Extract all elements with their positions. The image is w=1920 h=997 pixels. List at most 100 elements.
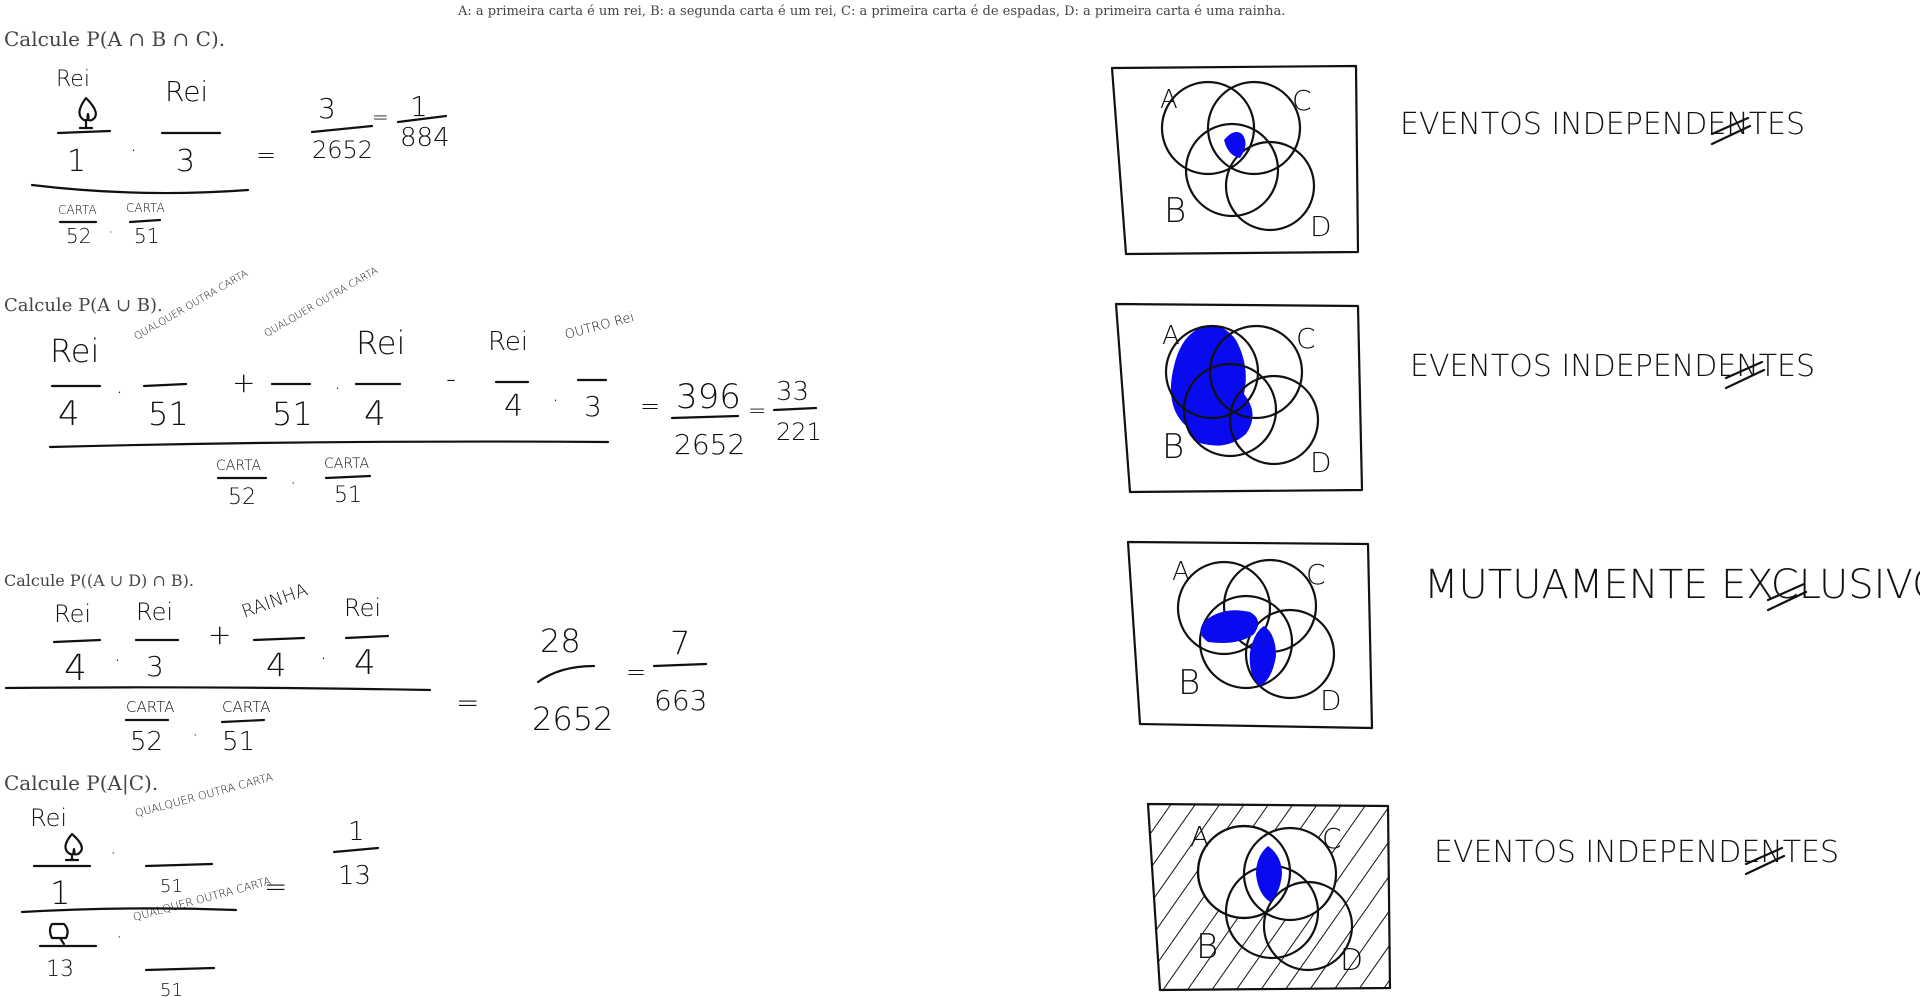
p3-carta-2: CARTA	[222, 698, 270, 716]
p1-num-3: 3	[176, 144, 195, 179]
p3-result-num: 28	[540, 622, 581, 660]
problem-4-prompt: Calcule P(A|C).	[4, 771, 158, 796]
p3-result-den: 2652	[532, 700, 613, 738]
p2-minus: -	[446, 362, 456, 395]
venn-4-frame	[1146, 802, 1392, 992]
venn-4-emphasis-marks	[1744, 846, 1786, 876]
p3-rei-d: Rei	[344, 594, 381, 622]
p1-equals-1: =	[256, 141, 276, 169]
venn-3-label-b: B	[1178, 663, 1200, 703]
venn-4-shaded-region	[1256, 846, 1282, 902]
p1-carta-line-2	[128, 218, 162, 224]
venn-2-label-a: A	[1162, 321, 1180, 351]
p3-dot-a: ·	[114, 649, 121, 674]
p2-line-qual-a	[142, 382, 188, 388]
p2-four-a: 4	[58, 394, 80, 434]
venn-3-shaded-region-db	[1249, 626, 1276, 686]
p1-equals-2: =	[372, 105, 389, 129]
p4-line-qual-a	[144, 862, 214, 868]
p3-rei-a: Rei	[54, 600, 91, 628]
p2-dot-c: ·	[552, 389, 559, 414]
p4-qual-b: QUALQUER OUTRA CARTA	[132, 874, 273, 923]
p2-dot-b: ·	[334, 377, 341, 402]
venn-3-circle-b	[1198, 594, 1294, 690]
p2-simp-line	[772, 406, 818, 412]
venn-2-label-c: C	[1296, 322, 1316, 355]
p3-line-c	[252, 636, 306, 642]
venn-4-circle-a-outline	[1196, 824, 1292, 920]
p3-rei-b: Rei	[136, 598, 173, 626]
event-definitions: A: a primeira carta é um rei, B: a segun…	[457, 4, 1285, 19]
venn-1-emphasis-marks	[1710, 116, 1752, 146]
p4-line-qual-b	[144, 966, 216, 972]
p4-equals: =	[264, 870, 287, 903]
p2-den-51: 51	[334, 483, 362, 508]
p3-main-fraction-line	[4, 686, 432, 692]
p2-main-fraction-line	[48, 440, 610, 449]
p1-main-fraction-line	[30, 183, 250, 195]
venn-2-label-b: B	[1162, 427, 1184, 467]
venn-4-label-b: B	[1196, 927, 1218, 967]
venn-3-circle-a	[1176, 560, 1272, 656]
p2-result-den: 2652	[674, 428, 745, 461]
problem-1-prompt: Calcule P(A ∩ B ∩ C).	[4, 27, 225, 51]
p2-carta-1: CARTA	[216, 458, 262, 474]
venn-2-circle-d	[1228, 374, 1320, 466]
p4-51-b: 51	[160, 980, 183, 997]
p1-den-52: 52	[66, 224, 91, 248]
venn-1-shaded-region	[1224, 132, 1246, 158]
p2-four-b: 4	[364, 394, 386, 434]
venn-2-frame	[1114, 302, 1364, 494]
spade-outline-icon	[48, 922, 69, 946]
p3-dot-b: ·	[320, 647, 327, 672]
p4-d13: 13	[46, 957, 74, 982]
problem-1: Calcule P(A ∩ B ∩ C). Rei 1 · Rei 3 = 3 …	[4, 27, 450, 248]
p2-rei-b: Rei	[356, 324, 405, 362]
p2-simp-num: 33	[776, 377, 809, 407]
p1-dot-2: ·	[108, 222, 114, 243]
p2-dot-a: ·	[116, 381, 123, 406]
venn-1-label-c: C	[1292, 84, 1312, 117]
p4-dot-a: ·	[110, 841, 116, 865]
venn-1-circle-b	[1184, 122, 1280, 218]
p2-carta-line-2	[324, 474, 372, 480]
p4-result-num: 1	[348, 817, 365, 847]
p1-simp-line	[396, 114, 448, 124]
venn-2-circle-a	[1164, 324, 1260, 420]
p2-den-52: 52	[228, 485, 256, 510]
venn-1-note: EVENTOS INDEPENDENTES	[1400, 107, 1805, 142]
venn-2-emphasis-marks	[1724, 360, 1766, 390]
p2-dot-d: ·	[290, 471, 296, 495]
venn-diagram-4: A B C D EVENTOS INDEPENDENTES	[1146, 802, 1839, 992]
p4-main-fraction-line	[20, 907, 238, 914]
p3-dot-c: ·	[192, 723, 198, 747]
venn-4-label-c: C	[1322, 822, 1342, 855]
p2-outro-rei: OUTRO Rei	[563, 310, 636, 343]
spade-icon-2	[64, 832, 83, 862]
p3-equals-2: =	[626, 658, 646, 686]
p4-dot-b: ·	[116, 925, 122, 949]
venn-diagram-1: A B C D EVENTOS INDEPENDENTES	[1110, 64, 1805, 256]
problem-4: Calcule P(A|C). Rei 1 · QUALQUER OUTRA C…	[4, 770, 380, 997]
p3-equals-1: =	[456, 686, 479, 719]
p3-rainha: RAINHA	[239, 580, 311, 623]
venn-3-circle-d	[1244, 608, 1336, 700]
p2-result-line	[670, 414, 740, 420]
p3-four-c: 4	[266, 646, 286, 684]
p3-den-51: 51	[222, 727, 255, 757]
p4-result-line	[332, 846, 380, 854]
p1-rei-2: Rei	[165, 75, 208, 108]
p1-num-1: 1	[67, 144, 86, 179]
problem-3-prompt: Calcule P((A ∪ D) ∩ B).	[4, 571, 194, 590]
venn-1-circle-a	[1160, 80, 1256, 176]
p1-rei-1: Rei	[56, 67, 90, 92]
p1-simp-num: 1	[410, 90, 428, 123]
p3-simp-num: 7	[670, 624, 690, 662]
venn-3-note: MUTUAMENTE EXCLUSIVOS	[1424, 562, 1920, 608]
p4-result-den: 13	[338, 861, 371, 891]
p2-rei-c: Rei	[488, 327, 528, 357]
venn-3-label-c: C	[1306, 558, 1326, 591]
venn-4-label-d: D	[1340, 943, 1363, 978]
venn-4-note: EVENTOS INDEPENDENTES	[1434, 835, 1839, 870]
p2-plus: +	[232, 366, 255, 399]
